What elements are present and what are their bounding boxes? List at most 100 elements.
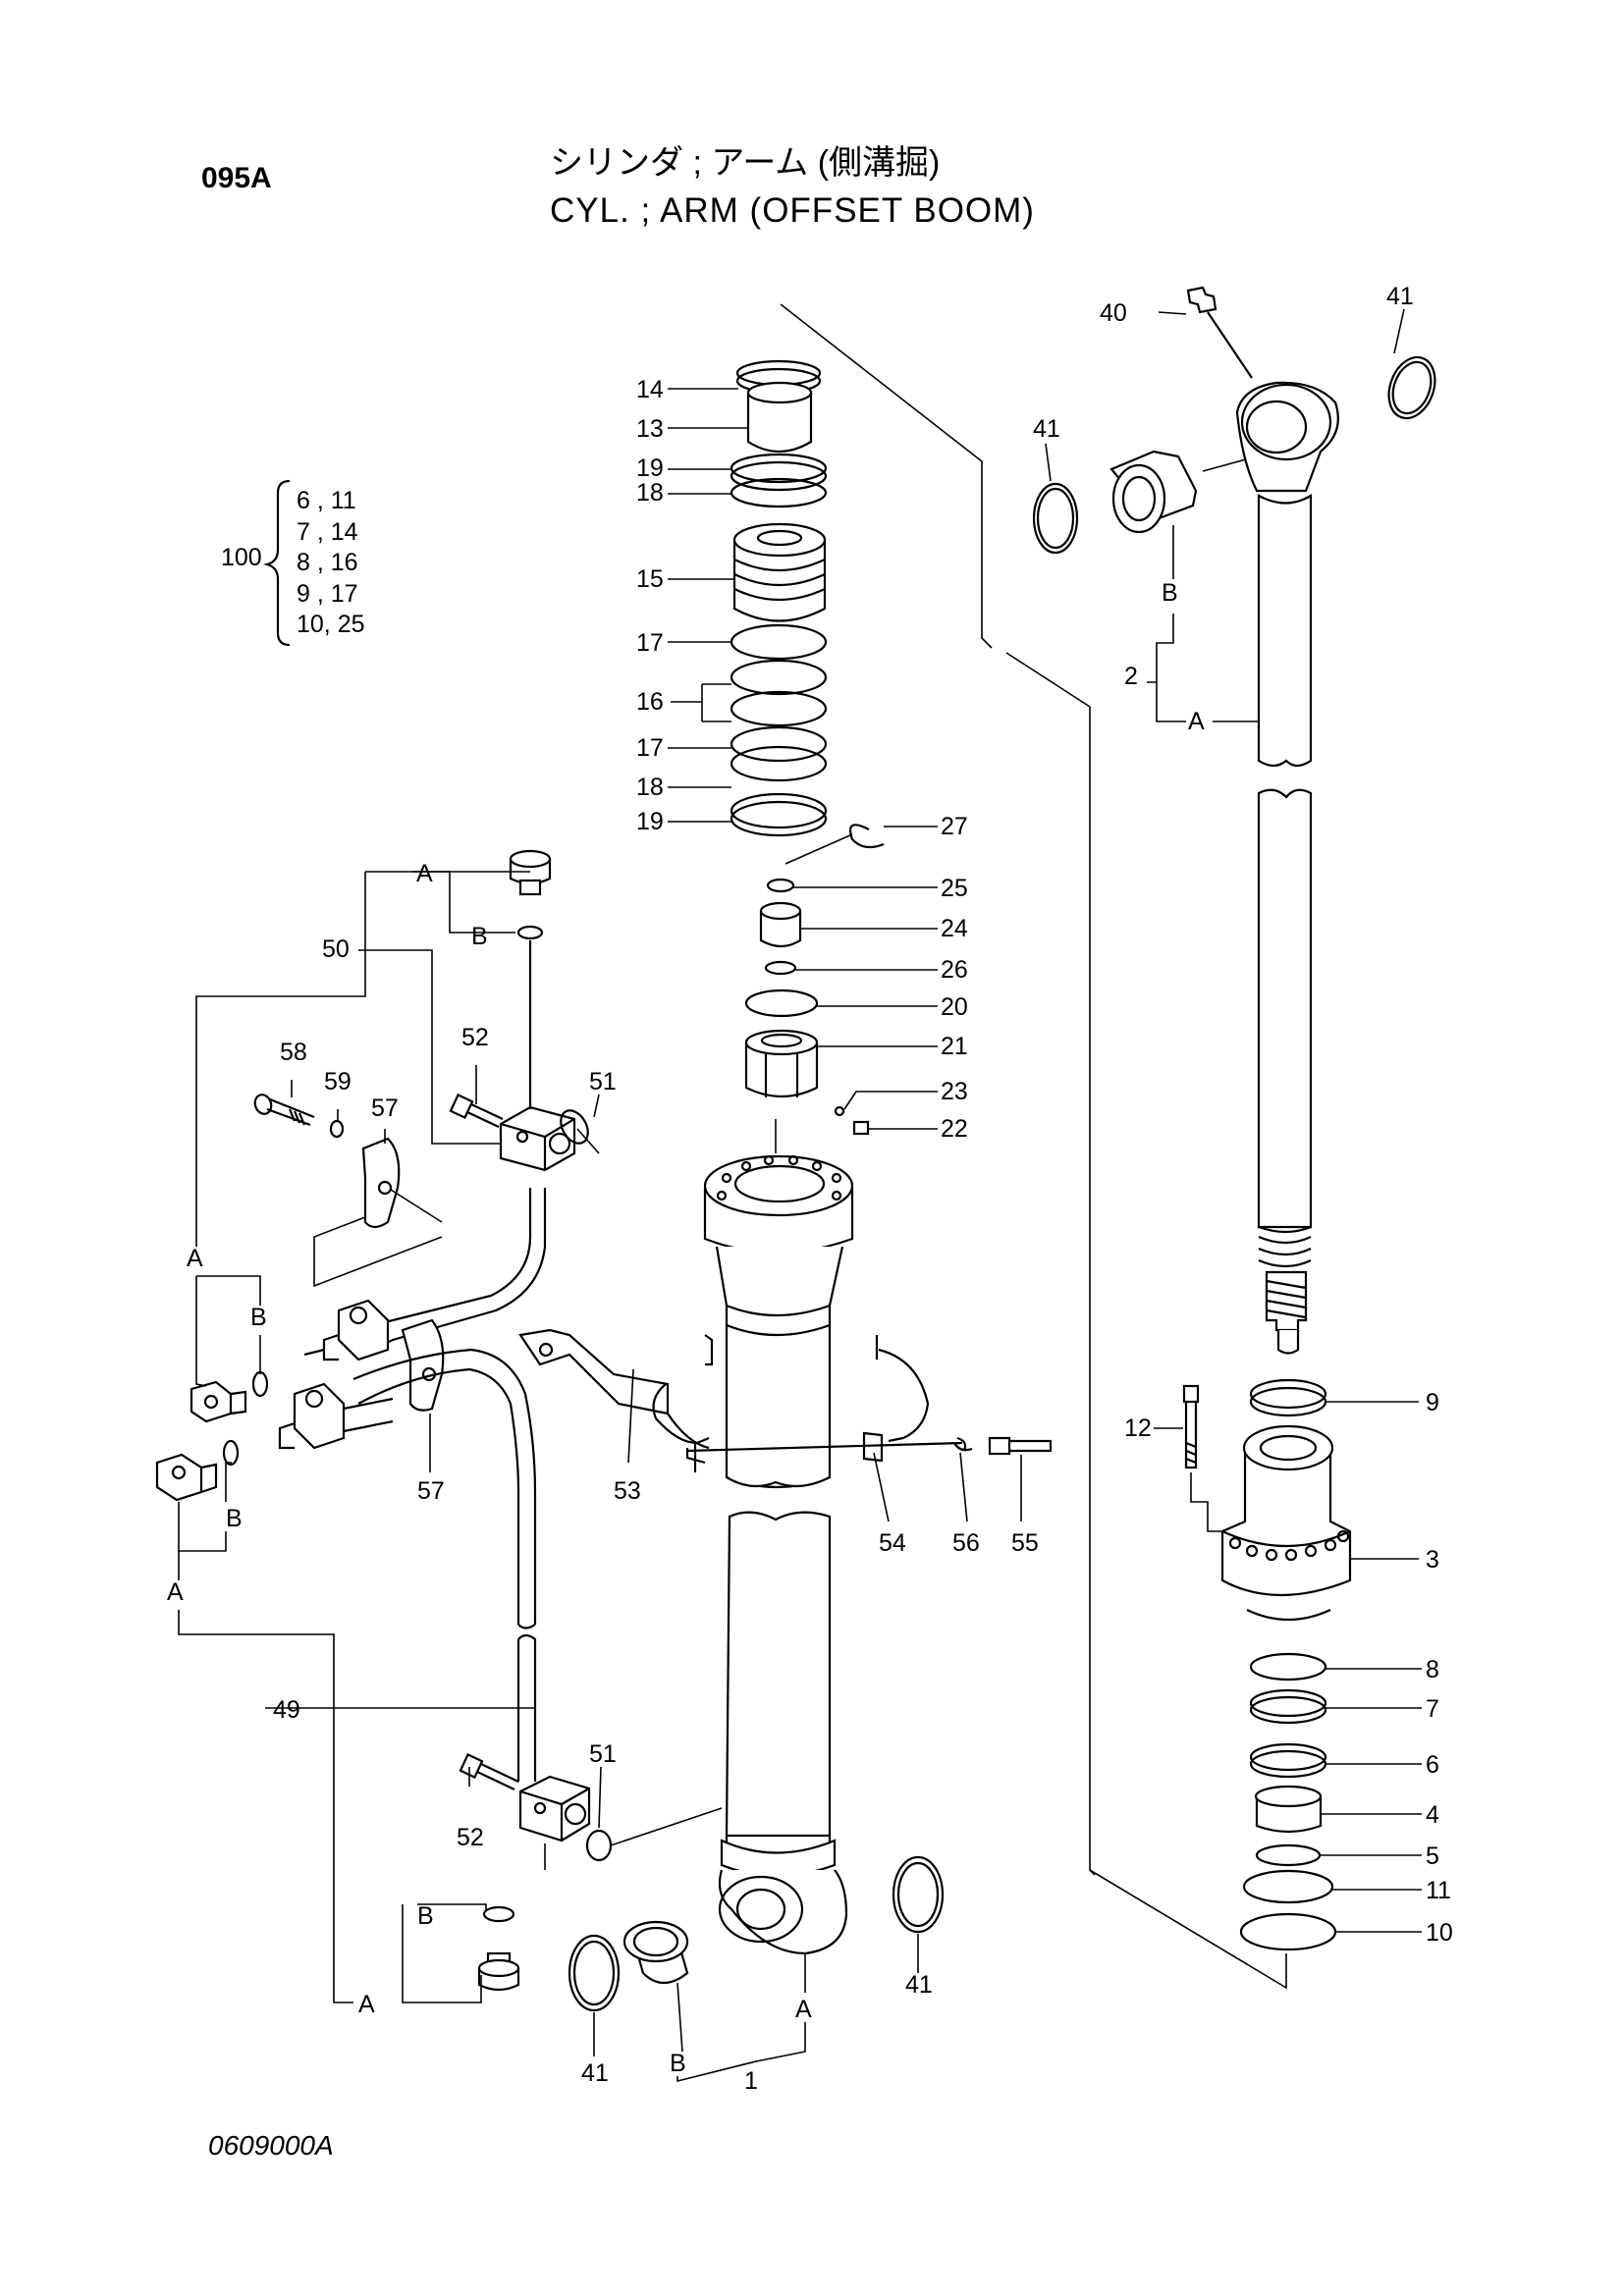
- label-b: B: [471, 923, 488, 950]
- label-16: 16: [636, 688, 664, 716]
- label-a: A: [795, 1996, 812, 2023]
- label-57: 57: [371, 1095, 399, 1122]
- label-12: 12: [1124, 1415, 1152, 1442]
- leader-lines: [178, 308, 1422, 2083]
- head-3: [1220, 1424, 1352, 1622]
- seal-41-mid-left: [1032, 482, 1079, 555]
- nut-21: [744, 1029, 819, 1097]
- label-7: 7: [1426, 1695, 1439, 1723]
- title-english: CYL. ; ARM (OFFSET BOOM): [550, 191, 1035, 230]
- ring-25: [766, 878, 795, 893]
- label-a: A: [416, 860, 433, 887]
- kit-contents: 6 , 11 7 , 14 8 , 16 9 , 17 10, 25: [297, 486, 365, 641]
- flange-block-49: [518, 1775, 591, 1842]
- label-6: 6: [1426, 1751, 1439, 1779]
- page-code: 095A: [201, 162, 272, 194]
- label-2: 2: [1124, 663, 1138, 690]
- label-b: B: [1162, 579, 1178, 607]
- label-58: 58: [280, 1039, 307, 1066]
- o-ring-left-upper: [251, 1370, 269, 1398]
- label-51: 51: [589, 1068, 617, 1095]
- label-18: 18: [636, 479, 664, 507]
- label-27: 27: [941, 813, 968, 840]
- bracket-53: [518, 1328, 714, 1450]
- label-b: B: [417, 1902, 434, 1930]
- collar-24: [759, 901, 802, 948]
- part-labels: 14 13 19 18 15 17 16 17 18 19 27 25 24 2…: [167, 283, 1453, 2095]
- label-a: A: [167, 1578, 184, 1606]
- label-40: 40: [1100, 299, 1127, 327]
- tube-50: [372, 1188, 547, 1348]
- label-a: A: [1188, 708, 1205, 735]
- flange-block-50: [499, 1105, 576, 1172]
- label-8: 8: [1426, 1656, 1439, 1683]
- bolt-52-upper: [449, 1094, 504, 1128]
- o-ring-51-lower: [585, 1807, 723, 1862]
- label-52: 52: [461, 1024, 489, 1051]
- leader: [1207, 311, 1253, 379]
- label-41: 41: [1386, 283, 1414, 310]
- label-9: 9: [1426, 1389, 1439, 1416]
- clip-57-lower: [401, 1318, 445, 1412]
- o-ring-upper: [516, 925, 544, 940]
- bushing-2b: [1109, 450, 1198, 534]
- label-22: 22: [941, 1115, 968, 1143]
- cylinder-tube-1: [703, 1119, 854, 1955]
- label-a: A: [187, 1245, 203, 1272]
- label-41: 41: [905, 1971, 933, 1999]
- bolt-55: [988, 1436, 1053, 1456]
- label-19: 19: [636, 808, 664, 835]
- label-26: 26: [941, 956, 968, 984]
- label-b: B: [226, 1505, 243, 1532]
- ring-26: [764, 960, 797, 976]
- kit-row: 6 , 11: [297, 487, 356, 514]
- grease-nipple-40: [1186, 286, 1217, 314]
- label-51: 51: [589, 1740, 617, 1768]
- drawing-number: 0609000A: [208, 2130, 334, 2161]
- retaining-ring-27: [848, 824, 885, 849]
- o-ring-lower: [482, 1905, 515, 1923]
- label-59: 59: [324, 1068, 352, 1095]
- ball-23: [834, 1105, 845, 1117]
- bolt-58: [253, 1094, 315, 1127]
- label-b: B: [670, 2050, 686, 2077]
- label-53: 53: [614, 1477, 641, 1505]
- clip-57-upper: [361, 1137, 443, 1229]
- label-25: 25: [941, 875, 968, 902]
- rod-2: [1235, 381, 1339, 1355]
- label-41: 41: [1033, 415, 1060, 443]
- clamp-54: [685, 1335, 963, 1472]
- label-19: 19: [636, 454, 664, 482]
- rings-19-18: [730, 453, 828, 508]
- label-15: 15: [636, 565, 664, 593]
- label-17: 17: [636, 734, 664, 762]
- label-41: 41: [581, 2059, 609, 2087]
- piston-15: [732, 522, 827, 622]
- label-24: 24: [941, 915, 968, 942]
- kit-row: 9 , 17: [297, 579, 358, 608]
- label-50: 50: [322, 935, 350, 963]
- label-3: 3: [1426, 1546, 1439, 1574]
- o-ring-51-upper: [560, 1109, 600, 1154]
- label-a: A: [358, 1991, 375, 2018]
- assembly-outline: [1005, 652, 1287, 1990]
- plug-left-lower: [155, 1453, 218, 1502]
- label-55: 55: [1011, 1529, 1039, 1557]
- label-14: 14: [636, 376, 664, 403]
- rings-17-16-17-18-19: [730, 623, 828, 837]
- bolt-52-lower: [459, 1753, 519, 1790]
- plug-left-upper: [189, 1380, 247, 1423]
- seal-41-bottom-left: [572, 1940, 616, 2006]
- label-11: 11: [1426, 1877, 1451, 1904]
- fitting-lower-left: [278, 1382, 394, 1450]
- leader: [1190, 1472, 1225, 1532]
- label-18: 18: [636, 774, 664, 801]
- tube-49: [352, 1348, 537, 1782]
- o-ring-left-lower: [222, 1439, 240, 1467]
- label-54: 54: [879, 1529, 906, 1557]
- washer-59: [329, 1119, 345, 1139]
- label-49: 49: [273, 1696, 300, 1724]
- seal-41-bottom-left: [568, 1934, 621, 2012]
